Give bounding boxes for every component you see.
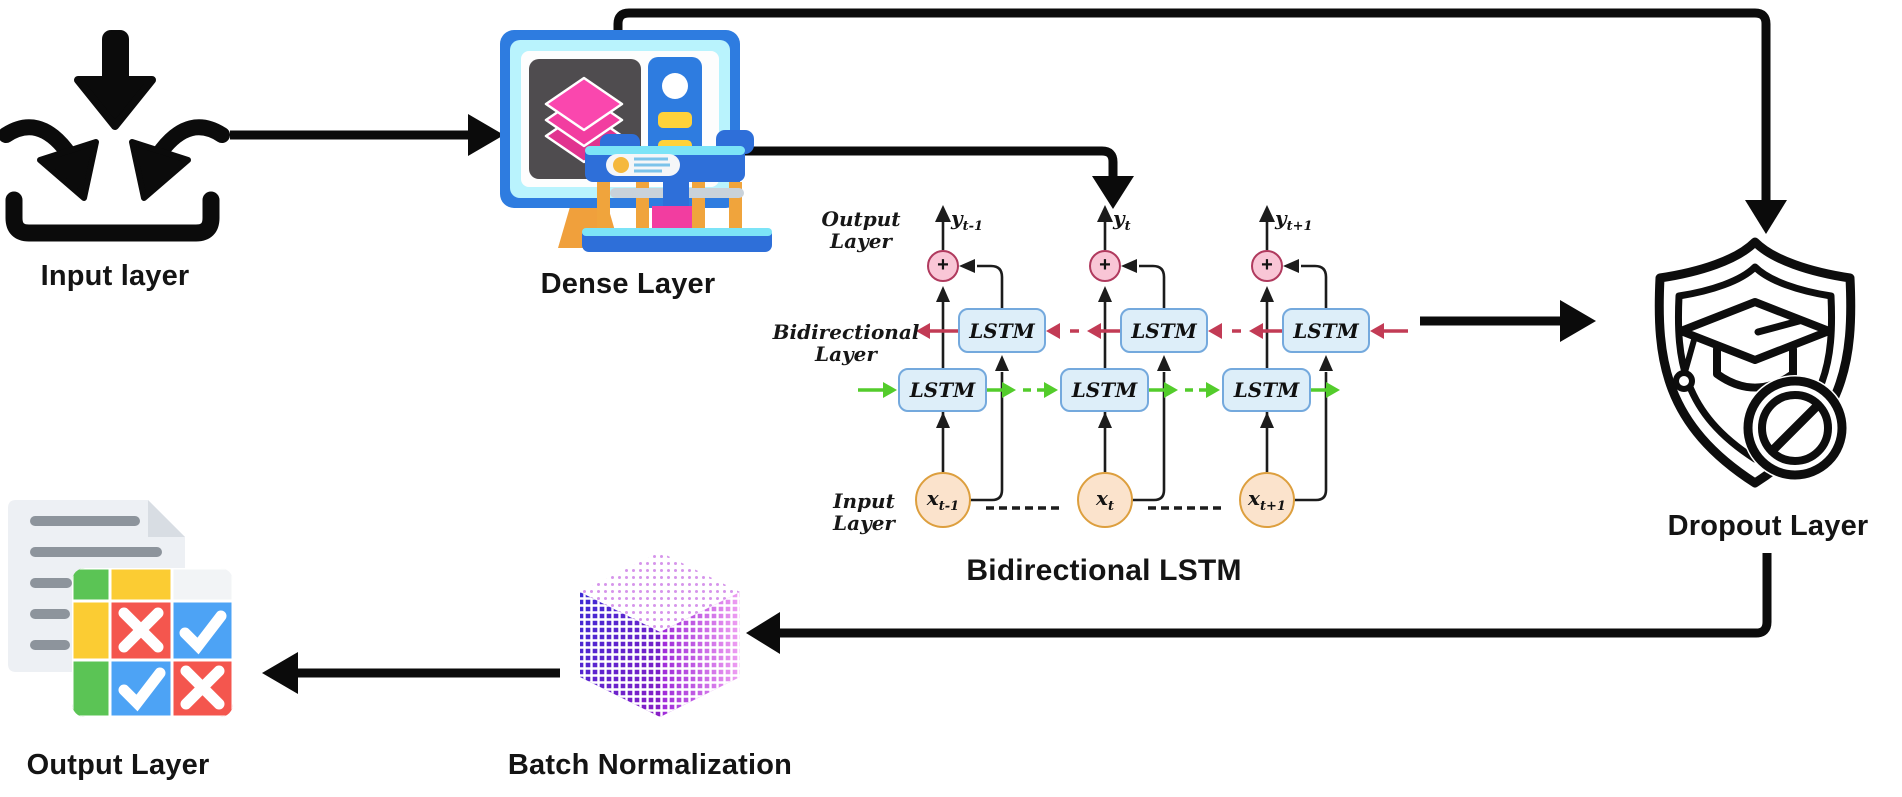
- output-row-line1: Output: [821, 207, 901, 231]
- inbox-converging-arrows-icon: [0, 30, 230, 242]
- output-row-label: Output Layer: [822, 208, 901, 252]
- output-layer-label: Output Layer: [26, 749, 210, 781]
- backward-lstm-cell-t: LSTM: [1120, 308, 1208, 353]
- dropout-layer-label: Dropout Layer: [1667, 510, 1869, 542]
- connector-dense-to-dropout: [613, 8, 1787, 234]
- x-mark: [118, 607, 164, 653]
- plus-icon: +: [1261, 253, 1273, 276]
- layers-glyph: [544, 76, 624, 164]
- x-label-t+1: xt+1: [1248, 486, 1286, 514]
- sum-node-t+1: +: [1251, 250, 1283, 282]
- input-node-t-1: xt-1: [915, 472, 971, 528]
- halftone-cube-icon: [580, 552, 740, 717]
- input-row-line2: Layer: [833, 511, 895, 535]
- forward-lstm-cell-t: LSTM: [1060, 368, 1149, 412]
- backward-lstm-cell-t+1: LSTM: [1282, 308, 1370, 353]
- connector-bilstm-to-dropout: [1420, 300, 1596, 342]
- check-mark: [118, 667, 166, 712]
- batch-normalization-label: Batch Normalization: [507, 749, 793, 781]
- y-label-t+1: yt+1: [1275, 206, 1313, 234]
- connector-dense-to-bilstm: [742, 146, 1134, 209]
- check-mark: [179, 610, 227, 655]
- input-row-line1: Input: [833, 489, 895, 513]
- input-node-t+1: xt+1: [1239, 472, 1295, 528]
- forward-lstm-cell-t-1: LSTM: [898, 368, 987, 412]
- bidirectional-row-line2: Layer: [815, 342, 877, 366]
- x-base: x: [926, 486, 939, 510]
- check-grid: [72, 568, 233, 717]
- y-base: y: [1113, 206, 1125, 230]
- y-base: y: [951, 206, 963, 230]
- x-sub: t+1: [1259, 499, 1286, 514]
- y-sub: t+1: [1286, 219, 1313, 234]
- document-lines: [30, 516, 162, 650]
- sum-node-t-1: +: [927, 250, 959, 282]
- x-base: x: [1096, 486, 1108, 510]
- y-label-t: yt: [1113, 206, 1131, 234]
- shield-graduation-cap-no-sign-icon: [1654, 237, 1856, 488]
- x-sub: t-1: [938, 499, 960, 514]
- x-label-t: xt: [1096, 486, 1114, 514]
- x-base: x: [1248, 486, 1260, 510]
- backward-lstm-cell-t-1: LSTM: [958, 308, 1046, 353]
- x-mark: [180, 665, 225, 710]
- x-sub: t: [1107, 499, 1114, 514]
- input-node-t: xt: [1077, 472, 1133, 528]
- connector-input-to-dense: [230, 114, 504, 156]
- connector-dropout-to-batchnorm: [746, 553, 1772, 654]
- monitor-layers-printer-icon: [500, 30, 772, 252]
- printer-legs: [597, 182, 742, 234]
- x-label-t-1: xt-1: [927, 486, 959, 514]
- dense-layer-label: Dense Layer: [540, 268, 716, 300]
- bidirectional-row-label: Bidirectional Layer: [773, 321, 920, 365]
- bidirectional-row-line1: Bidirectional: [772, 320, 920, 344]
- connectors: [230, 8, 1787, 694]
- input-layer-label: Input layer: [40, 260, 190, 292]
- y-base: y: [1275, 206, 1287, 230]
- bidirectional-lstm-title: Bidirectional LSTM: [966, 554, 1242, 587]
- document-checklist-grid-icon: [8, 500, 233, 717]
- output-row-line2: Layer: [830, 229, 892, 253]
- input-row-label: Input Layer: [833, 490, 895, 534]
- forward-lstm-cell-t+1: LSTM: [1222, 368, 1311, 412]
- sum-node-t: +: [1089, 250, 1121, 282]
- y-label-t-1: yt-1: [951, 206, 983, 234]
- plus-icon: +: [1099, 253, 1111, 276]
- connector-batchnorm-to-output: [262, 652, 560, 694]
- y-sub: t-1: [962, 219, 984, 234]
- plus-icon: +: [937, 253, 949, 276]
- y-sub: t: [1124, 219, 1131, 234]
